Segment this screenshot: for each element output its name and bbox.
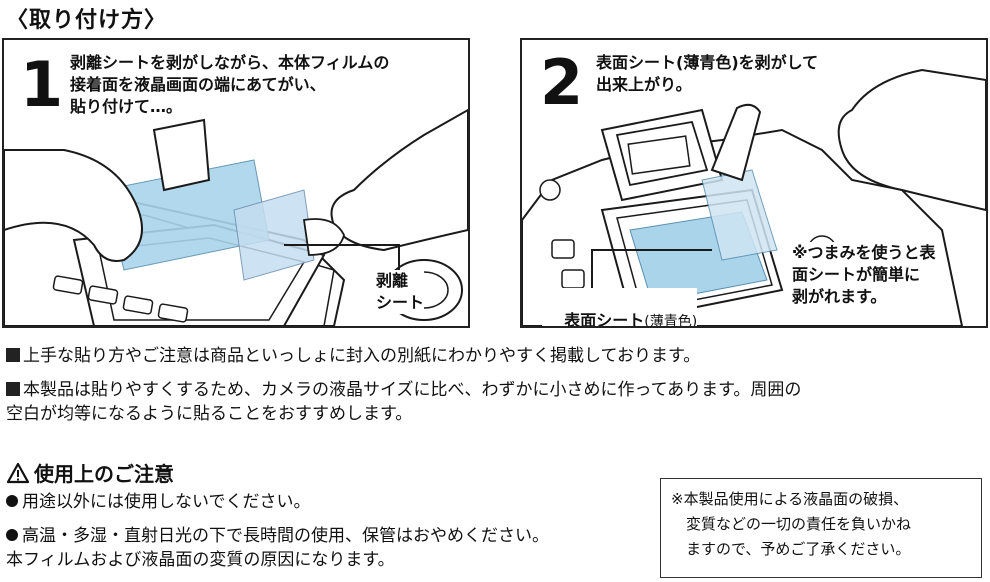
step1-callout: 剥離 シート	[376, 270, 425, 314]
dot-bullet-icon	[6, 495, 18, 507]
step2-callout: 表面シート(薄青色)	[542, 288, 698, 328]
page-heading: 〈取り付け方〉	[6, 8, 168, 33]
step2-panel: 2 表面シート(薄青色)を剥がして 出来上がり。 表面シート(薄青色) ※つまみ…	[520, 38, 988, 328]
caution-item-1-text: 用途以外には使用しないでください。	[22, 492, 311, 512]
warning-triangle-icon	[6, 462, 30, 484]
info-bullet-2: 本製品は貼りやすくするため、カメラの液晶サイズに比べ、わずかに小さめに作ってあり…	[6, 378, 801, 426]
step1-number: 1	[20, 48, 64, 121]
caution-title: 使用上のご注意	[34, 462, 174, 486]
step2-number: 2	[540, 46, 584, 119]
step1-panel: 1 剥離シートを剥がしながら、本体フィルムの 接着面を液晶画面の端にあてがい、 …	[2, 38, 470, 328]
step2-note: ※つまみを使うと表 面シートが簡単に 剥がれます。	[792, 242, 936, 308]
step2-callout-main: 表面シート	[564, 311, 645, 328]
info-bullet-2-text: 本製品は貼りやすくするため、カメラの液晶サイズに比べ、わずかに小さめに作ってあり…	[6, 380, 802, 424]
step2-illustration	[522, 68, 986, 326]
info-bullet-1-text: 上手な貼り方やご注意は商品といっしょに封入の別紙にわかりやすく掲載しております。	[23, 346, 701, 366]
caution-item-2-text: 高温・多湿・直射日光の下で長時間の使用、保管はおやめください。 本フィルムおよび…	[6, 526, 549, 570]
caution-heading: 使用上のご注意	[6, 458, 174, 487]
step2-text: 表面シート(薄青色)を剥がして 出来上がり。	[596, 52, 819, 96]
caution-item-1: 用途以外には使用しないでください。	[6, 490, 311, 514]
step2-callout-sub: (薄青色)	[644, 314, 698, 328]
caution-item-2: 高温・多湿・直射日光の下で長時間の使用、保管はおやめください。 本フィルムおよび…	[6, 524, 549, 572]
disclaimer-box: ※本製品使用による液晶面の破損、 変質などの一切の責任を負いかね ますので、予め…	[660, 478, 982, 578]
square-bullet-icon	[6, 348, 20, 362]
square-bullet-icon	[6, 382, 20, 396]
dot-bullet-icon	[6, 529, 18, 541]
step1-text: 剥離シートを剥がしながら、本体フィルムの 接着面を液晶画面の端にあてがい、 貼り…	[70, 52, 390, 118]
info-bullet-1: 上手な貼り方やご注意は商品といっしょに封入の別紙にわかりやすく掲載しております。	[6, 344, 700, 368]
